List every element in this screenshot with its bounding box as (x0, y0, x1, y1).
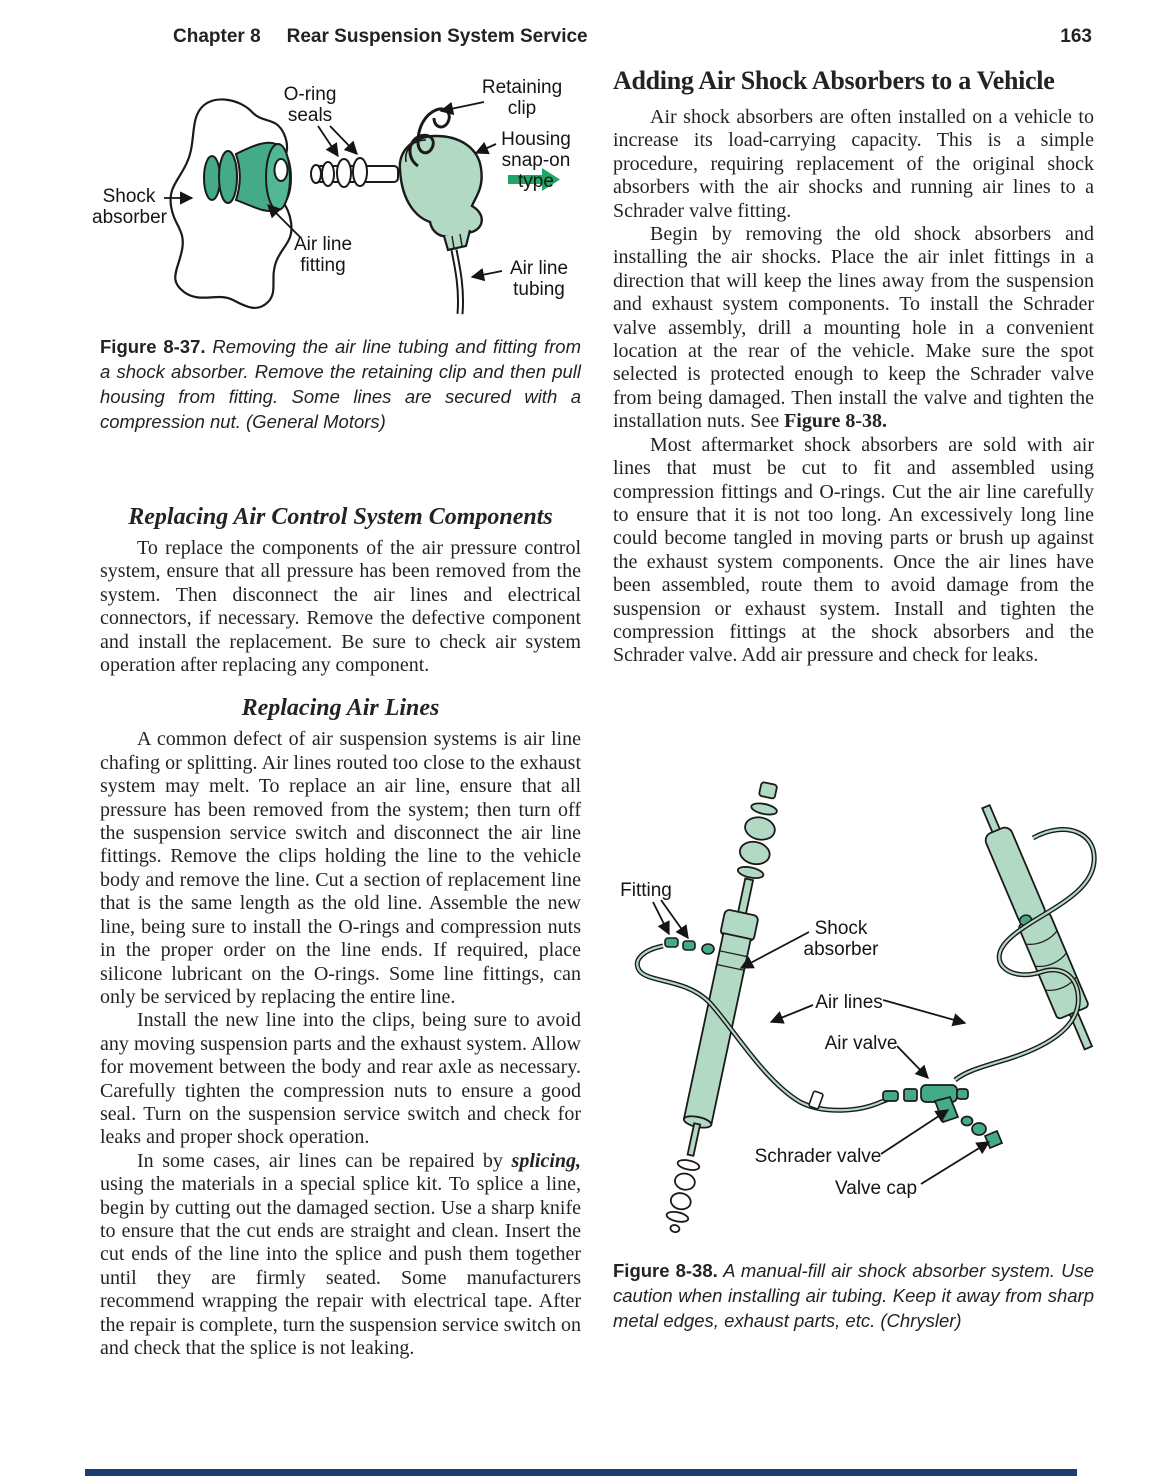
heading-replacing-air-lines: Replacing Air Lines (241, 695, 440, 722)
figure-8-38-art (634, 781, 1097, 1233)
heading-replacing-air-control: Replacing Air Control System Components (128, 504, 553, 530)
paragraph-air-control: To replace the components of the air pre… (100, 537, 581, 677)
label-oring-seals: O-ring seals (283, 84, 337, 126)
figure-8-38-caption: Figure 8-38. A manual-fill air shock abs… (613, 1258, 1094, 1333)
paragraph-3-lead: In some cases, air lines can be repaired… (137, 1149, 512, 1172)
air-line-right-shape (953, 826, 1097, 1082)
label-air-lines: Air lines (815, 991, 883, 1013)
chapter-label: Chapter 8 (173, 26, 261, 47)
label-air-valve: Air valve (824, 1032, 898, 1054)
air-line-tubing-core (452, 249, 463, 315)
chapter-title: Rear Suspension System Service (286, 26, 588, 47)
label-housing-snap-on: Housing snap-on type (501, 129, 571, 192)
air-line-fitting-shape (203, 141, 293, 212)
figure-8-38: Fitting Shock absorber Air lines Air val… (613, 750, 1103, 1250)
figure-8-37: O-ring seals Retaining clip Housing snap… (92, 74, 590, 322)
air-valve-shape (882, 1083, 1004, 1149)
running-head: Chapter 8 Rear Suspension System Service… (100, 26, 1092, 48)
label-schrader-valve: Schrader valve (754, 1145, 882, 1167)
retaining-clip-shape (408, 107, 451, 168)
figure-8-38-reference: Figure 8-38. (784, 410, 888, 433)
fitting-shapes (664, 936, 715, 955)
label-valve-cap: Valve cap (834, 1177, 918, 1199)
figure-8-37-caption-text: Removing the air line tubing and fitting… (100, 336, 581, 432)
figure-8-38-caption-label: Figure 8-38. (613, 1259, 718, 1281)
label-air-line-tubing: Air line tubing (509, 258, 569, 300)
figure-8-38-caption-text: A manual-fill air shock absorber system.… (613, 1259, 1094, 1331)
right-column: Adding Air Shock Absorbers to a Vehicle … (613, 66, 1097, 1333)
page-number: 163 (1060, 26, 1092, 47)
label-shock-absorber: Shock absorber (92, 186, 167, 228)
paragraph-adding-2-text: Begin by removing the old shock absorber… (613, 223, 1094, 433)
fitting-tube-shape (310, 157, 399, 188)
figure-8-37-caption-label: Figure 8-37. (100, 336, 206, 357)
label-fitting: Fitting (620, 879, 672, 901)
figure-8-37-art (164, 98, 560, 315)
footer-rule (85, 1469, 1077, 1476)
paragraph-air-lines-1: A common defect of air suspension system… (100, 728, 581, 1008)
paragraph-adding-2: Begin by removing the old shock absorber… (613, 223, 1094, 434)
label-air-line-fitting: Air line fitting (293, 234, 353, 276)
paragraph-air-lines-3: In some cases, air lines can be repaired… (100, 1150, 581, 1361)
heading-adding-air-shocks: Adding Air Shock Absorbers to a Vehicle (613, 66, 1055, 95)
paragraph-air-lines-2: Install the new line into the clips, bei… (100, 1009, 581, 1149)
air-line-left-shape (634, 943, 898, 1113)
figure-8-37-caption: Figure 8-37. Removing the air line tubin… (100, 334, 581, 434)
housing-shape (398, 134, 483, 252)
paragraph-3-rest: using the materials in a special splice … (100, 1173, 581, 1359)
left-column: O-ring seals Retaining clip Housing snap… (92, 72, 581, 1361)
left-shock-absorber-shape (665, 781, 778, 1233)
paragraph-adding-1: Air shock absorbers are often installed … (613, 106, 1094, 222)
term-splicing: splicing, (511, 1149, 581, 1172)
label-shock-absorber-38: Shock absorber (803, 917, 879, 960)
direction-arrow-icon (508, 168, 560, 191)
label-retaining-clip: Retaining clip (481, 77, 563, 119)
paragraph-adding-3: Most aftermarket shock absorbers are sol… (613, 433, 1094, 667)
